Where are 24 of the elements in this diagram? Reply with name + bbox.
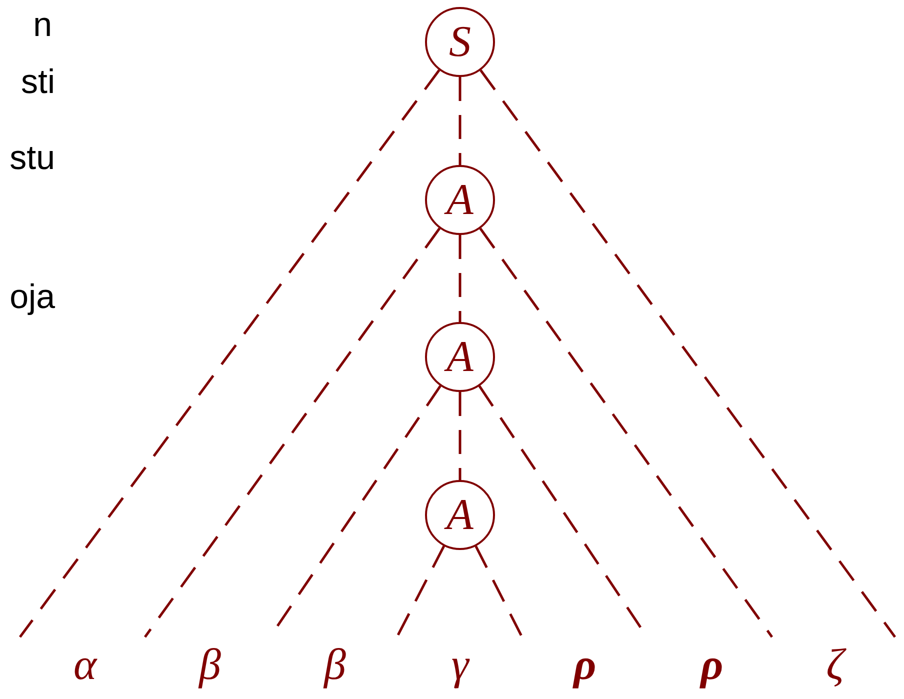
text-fragment: n — [33, 8, 52, 42]
node-symbol: A — [446, 335, 474, 379]
text-fragment: oja — [10, 280, 55, 314]
leaf-symbol: ρ — [574, 643, 596, 687]
leaf-symbol: β — [324, 643, 346, 687]
dashed-line — [458, 392, 462, 480]
dashed-line — [458, 235, 462, 322]
node-symbol: S — [449, 20, 471, 64]
leaf-symbol: γ — [451, 643, 469, 687]
dashed-line — [396, 546, 446, 638]
dashed-line — [144, 228, 441, 638]
leaf-symbol: ρ — [700, 643, 724, 687]
leaf-symbol: ζ — [826, 643, 844, 687]
leaf-symbol: β — [199, 643, 221, 687]
dashed-line — [19, 69, 440, 638]
dashed-line — [474, 546, 524, 638]
dashed-line — [458, 77, 462, 165]
text-fragment: sti — [21, 65, 55, 99]
leaf-symbol: α — [73, 643, 97, 687]
text-fragment: stu — [10, 141, 55, 175]
node-symbol: A — [446, 178, 474, 222]
node-symbol: A — [446, 493, 474, 537]
dashed-line — [479, 228, 774, 638]
dashed-line — [480, 70, 896, 638]
